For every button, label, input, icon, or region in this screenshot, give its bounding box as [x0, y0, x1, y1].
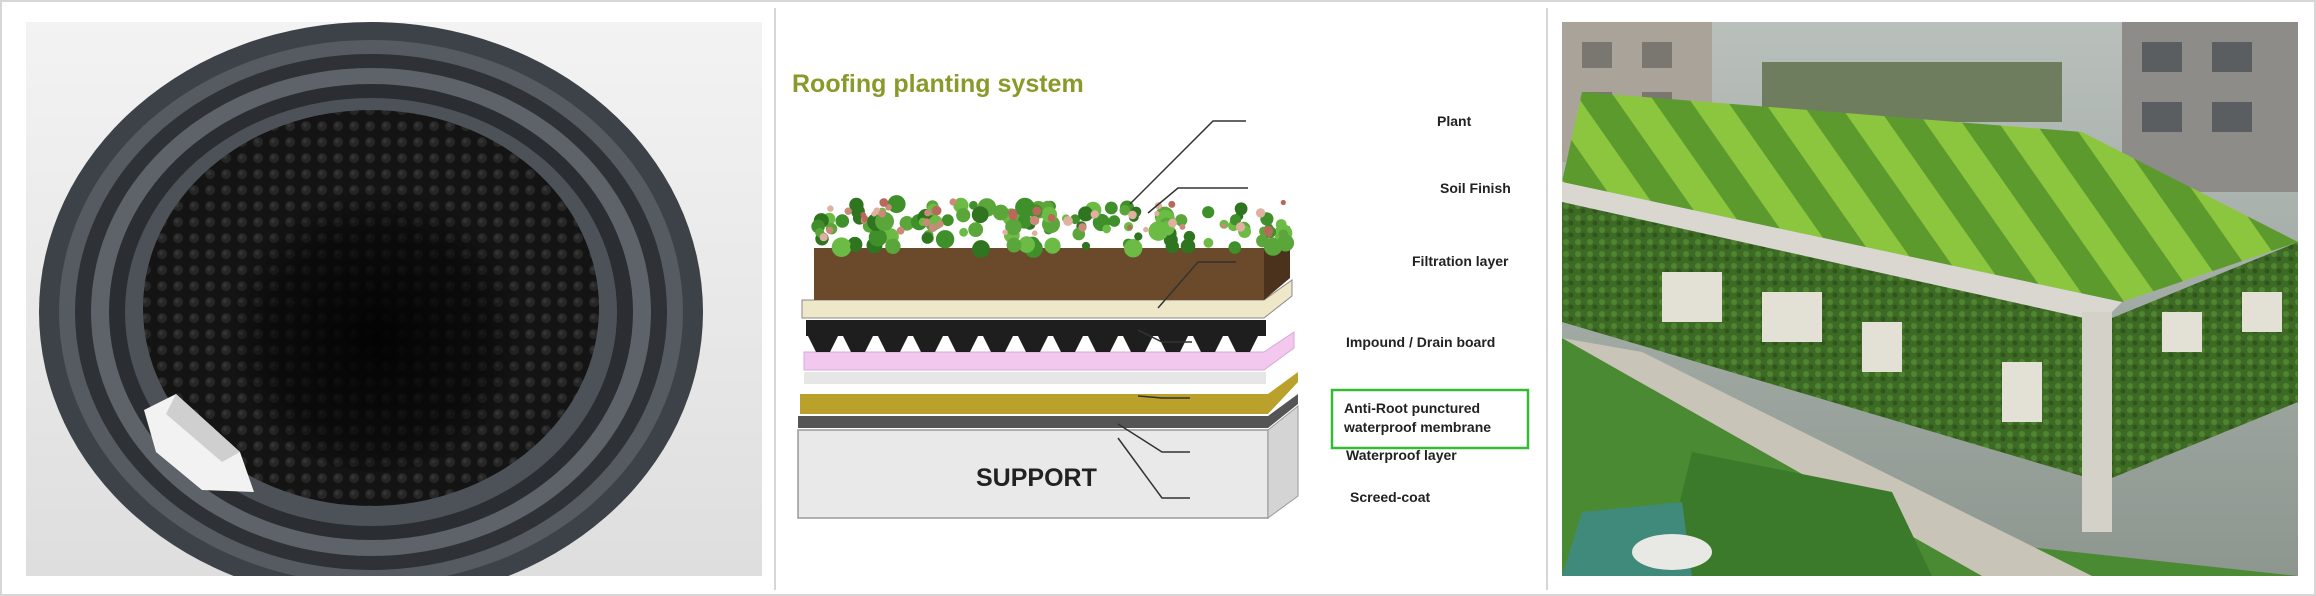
- label-drain-board: Impound / Drain board: [1346, 334, 1495, 350]
- label-filtration-layer: Filtration layer: [1412, 253, 1509, 269]
- diagram-title: Roofing planting system: [792, 70, 1084, 98]
- label-waterproof-layer: Waterproof layer: [1346, 447, 1457, 463]
- label-anti-root-line2: waterproof membrane: [1343, 419, 1491, 435]
- panel-divider: [774, 8, 776, 590]
- support-block: SUPPORT: [797, 404, 1299, 519]
- separator-layer: [804, 372, 1266, 384]
- support-label: SUPPORT: [976, 464, 1097, 492]
- panel-membrane-roll: [8, 8, 771, 590]
- label-anti-root-line1: Anti-Root punctured: [1344, 400, 1480, 416]
- roofing-diagram: Roofing planting system SUPPORT: [778, 8, 1544, 590]
- drain-board-layer: [806, 320, 1266, 352]
- waterproof-layer: [798, 394, 1298, 428]
- plant-layer: [811, 195, 1295, 258]
- membrane-roll-photo: [26, 22, 762, 576]
- panel-diagram: Roofing planting system SUPPORT: [778, 8, 1544, 590]
- anti-root-membrane-layer: [800, 372, 1298, 414]
- leader-lines: [1117, 120, 1248, 499]
- pink-layer: [803, 331, 1295, 371]
- label-soil-finish: Soil Finish: [1440, 180, 1511, 196]
- panel-green-roof: [1550, 8, 2313, 590]
- label-screed-coat: Screed-coat: [1350, 489, 1430, 505]
- green-roof-photo: [1562, 22, 2298, 576]
- panel-divider: [1546, 8, 1548, 590]
- anti-root-highlight-box: [1330, 388, 1530, 450]
- label-plant: Plant: [1437, 113, 1472, 129]
